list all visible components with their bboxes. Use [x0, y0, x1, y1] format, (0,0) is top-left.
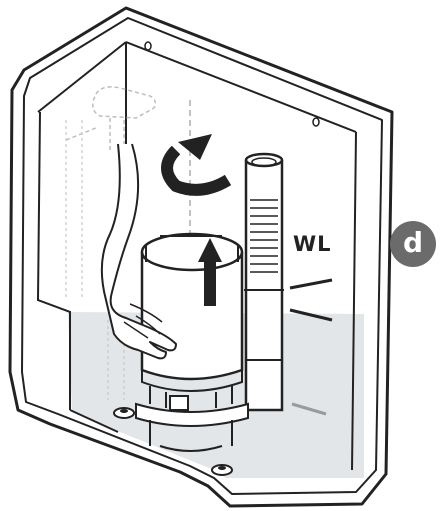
overflow-tube	[244, 154, 284, 410]
ghost-flush-lever	[66, 87, 155, 150]
tank-bolt	[114, 408, 134, 418]
mounting-hole	[313, 118, 319, 126]
water-level-label: WL	[293, 232, 332, 256]
curved-arrow-clockwise-icon	[167, 134, 228, 190]
water-level-mark	[290, 280, 332, 288]
tank-bolt	[212, 465, 232, 475]
mounting-hole	[145, 42, 151, 50]
step-badge: d	[390, 221, 436, 267]
